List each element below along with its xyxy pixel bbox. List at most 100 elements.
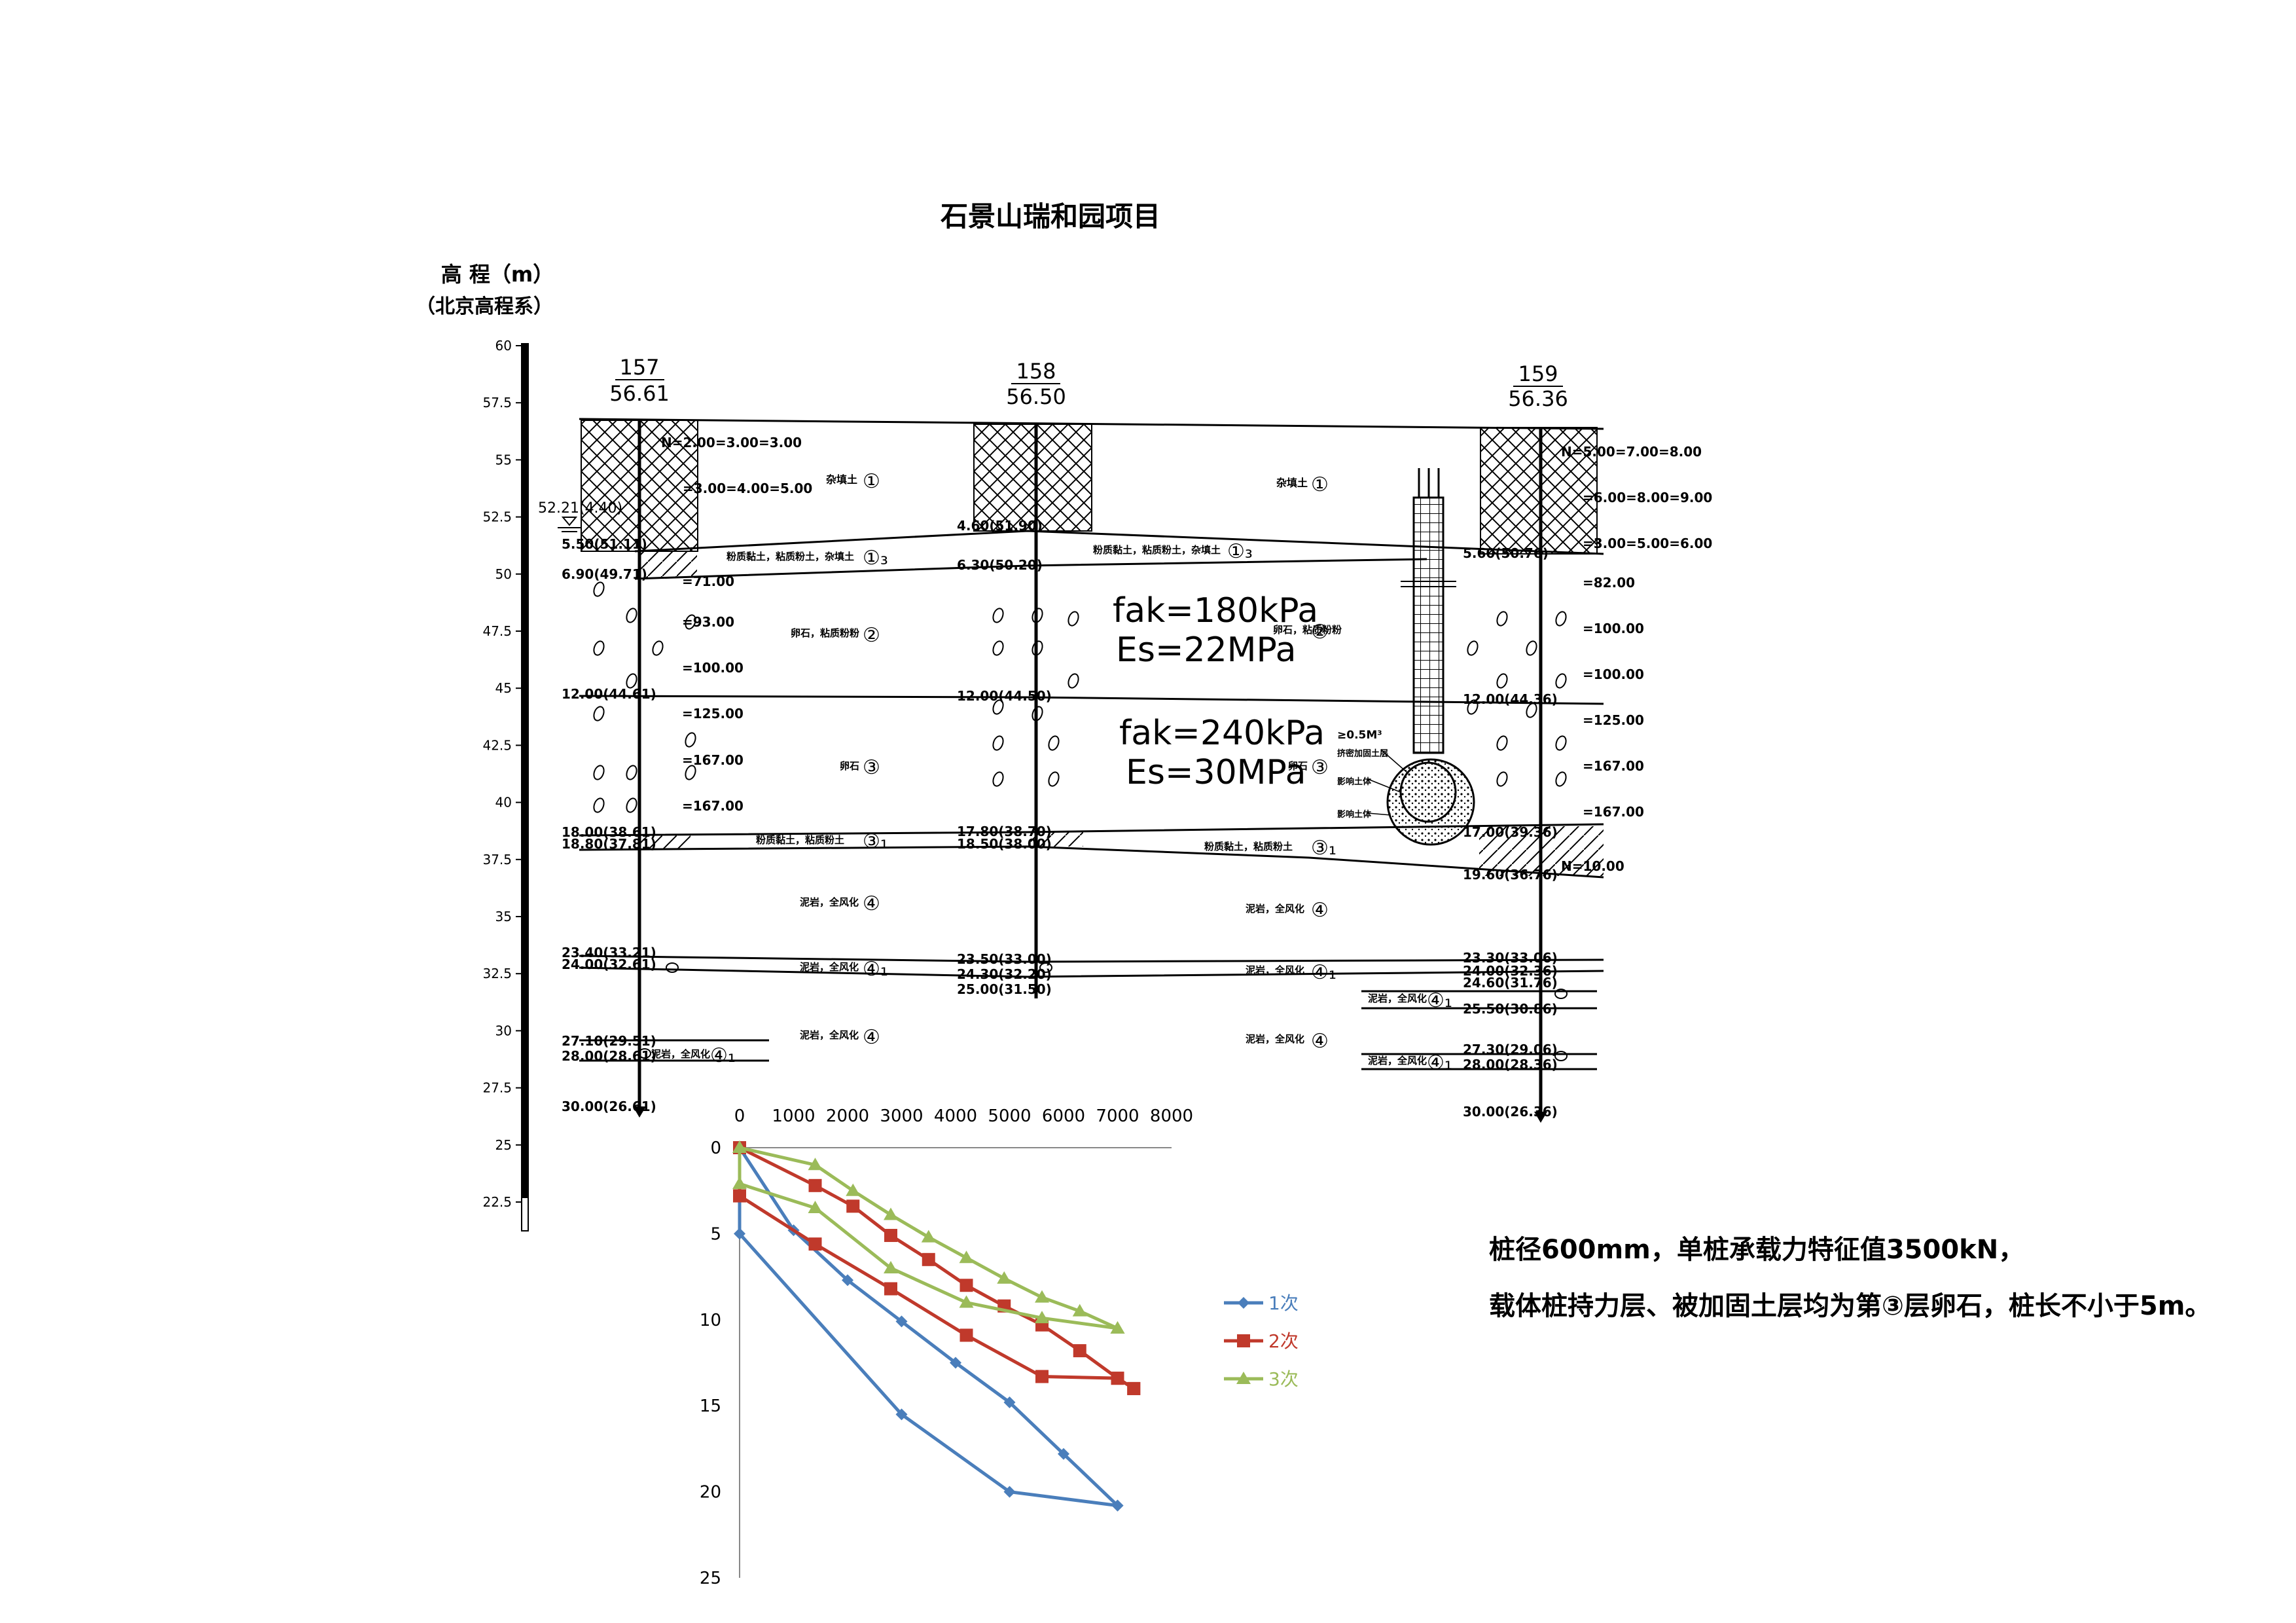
gravel-symbol [593,581,605,597]
svg-text:①: ① [863,470,880,493]
elevation-tick-label: 45 [495,680,512,696]
chart-data-point [846,1183,861,1196]
svg-text:①₃: ①₃ [1227,540,1253,563]
carrier-pile: ≥0.5M³ 挤密加固土层 影响土体 影响土体 [1337,468,1475,846]
layer-annotations: 杂填土 ① 杂填土 ① 粉质黏土，粘质粉土，杂填土 ①₃ 粉质黏土，粘质粉土，杂… [651,470,1452,1074]
svg-text:挤密加固土层: 挤密加固土层 [1337,748,1388,759]
depth-label: 24.30(32.20) [957,966,1052,982]
n-value-label: =93.00 [682,614,734,630]
svg-text:泥岩，全风化: 泥岩，全风化 [1368,993,1427,1004]
svg-text:≥0.5M³: ≥0.5M³ [1337,729,1382,742]
svg-text:影响土体: 影响土体 [1337,776,1372,787]
elevation-tick-label: 32.5 [482,966,512,981]
depth-label: 27.30(29.06) [1463,1042,1558,1057]
svg-text:泥岩，全风化: 泥岩，全风化 [1246,1033,1304,1045]
svg-text:粉质黏土，粘质粉土，杂填土: 粉质黏土，粘质粉土，杂填土 [1093,544,1221,556]
elevation-tick-label: 52.5 [482,509,512,525]
svg-text:④₁: ④₁ [1311,961,1336,984]
gravel-symbol [1048,771,1060,787]
svg-text:泥岩，全风化: 泥岩，全风化 [651,1048,710,1060]
chart-data-point [808,1178,822,1192]
elevation-tick-label: 42.5 [482,737,512,753]
chart-x-tick-label: 5000 [988,1106,1031,1126]
gravel-symbol [685,614,696,630]
chart-data-point [921,1230,936,1243]
chart-series-2 [733,1141,1141,1395]
svg-text:④: ④ [863,892,880,915]
borehole-157-end-arrow [633,1106,646,1118]
elevation-tick-label: 50 [495,566,512,582]
chart-data-point [1035,1290,1049,1303]
chart-data-point [846,1199,860,1213]
gravel-symbol [1496,735,1508,751]
depth-label: 28.00(28.61) [562,1048,656,1064]
legend-label: 2次 [1268,1330,1299,1352]
chart-data-point [733,1189,746,1203]
gravel-symbol [1031,608,1043,623]
gravel-symbol [1048,735,1060,751]
depth-label: 27.10(29.51) [562,1033,656,1049]
depth-label: 6.90(49.71) [562,566,647,582]
borehole-header-157: 157 56.61 [609,355,670,406]
depth-label: 30.00(26.61) [562,1099,656,1114]
svg-text:影响土体: 影响土体 [1337,809,1372,820]
chart-data-point [884,1229,897,1243]
depth-label: 19.60(36.76) [1463,867,1558,883]
depth-label: 12.00(44.36) [1463,691,1558,707]
chart-data-point [960,1279,973,1292]
gravel-symbol [1067,611,1079,627]
chart-data-point [808,1158,823,1171]
n-value-label: N=10.00 [1561,858,1624,874]
chart-data-point [1035,1311,1049,1324]
pebble-symbol [1554,1051,1568,1061]
chart-x-tick-label: 3000 [880,1106,923,1126]
fill-hatch-159 [1480,427,1598,555]
water-level-symbol [558,517,581,532]
legend-label: 1次 [1268,1292,1299,1314]
gravel-symbol [593,765,605,780]
borehole-157-n-values: N=2.00=3.00=3.00=3.00=4.00=5.00=71.00=93… [661,435,812,814]
svg-text:②: ② [863,624,880,647]
depth-label: 5.60(50.76) [1463,545,1549,561]
depth-label: 17.80(38.70) [957,824,1052,839]
chart-data-point [997,1271,1012,1284]
chart-series-1 [734,1142,1124,1512]
depth-label: 18.50(38.00) [957,836,1052,852]
elevation-tick-label: 37.5 [482,852,512,867]
chart-data-point [732,1176,747,1190]
layer-3-1-hatch-157 [638,835,691,850]
n-value-label: =100.00 [1583,621,1644,636]
depth-label: 30.00(26.36) [1463,1104,1558,1120]
layer-1-3-hatch-157 [638,551,697,577]
elevation-ticks: 6057.55552.55047.54542.54037.53532.53027… [482,338,522,1210]
gravel-symbol [1526,640,1537,656]
gravel-symbol [652,640,664,656]
depth-label: 24.60(31.76) [1463,975,1558,991]
gravel-symbol [593,706,605,721]
chart-data-point [922,1252,935,1266]
borehole-header-158: 158 56.50 [1006,359,1066,409]
chart-series-line [738,1148,1135,1391]
svg-text:56.36: 56.36 [1508,386,1568,411]
elevation-axis-label: 高 程（m） [441,262,554,287]
elevation-tick-label: 40 [495,795,512,811]
gravel-symbol [1555,771,1567,787]
svg-text:泥岩，全风化: 泥岩，全风化 [800,961,859,973]
svg-text:Es=22MPa: Es=22MPa [1116,630,1296,670]
depth-label: 5.50(51.11) [562,536,647,552]
pebble-symbol [1039,962,1052,973]
chart-x-tick-label: 4000 [934,1106,977,1126]
svg-text:④₁: ④₁ [1427,989,1452,1012]
svg-text:粉质黏土，粘质粉土，杂填土: 粉质黏土，粘质粉土，杂填土 [726,551,854,562]
depth-label: 17.00(39.36) [1463,824,1558,840]
depth-label: 23.40(33.21) [562,945,656,960]
design-note-line-2: 载体桩持力层、被加固土层均为第③层卵石，桩长不小于5m。 [1489,1291,2212,1321]
svg-text:泥岩，全风化: 泥岩，全风化 [1246,903,1304,915]
gravel-symbol [992,640,1004,656]
n-value-label: =82.00 [1583,575,1635,591]
gravel-symbol [1555,735,1567,751]
chart-data-point [1072,1304,1087,1317]
depth-label: 25.50(30.86) [1463,1001,1558,1017]
svg-text:③: ③ [1311,756,1329,779]
